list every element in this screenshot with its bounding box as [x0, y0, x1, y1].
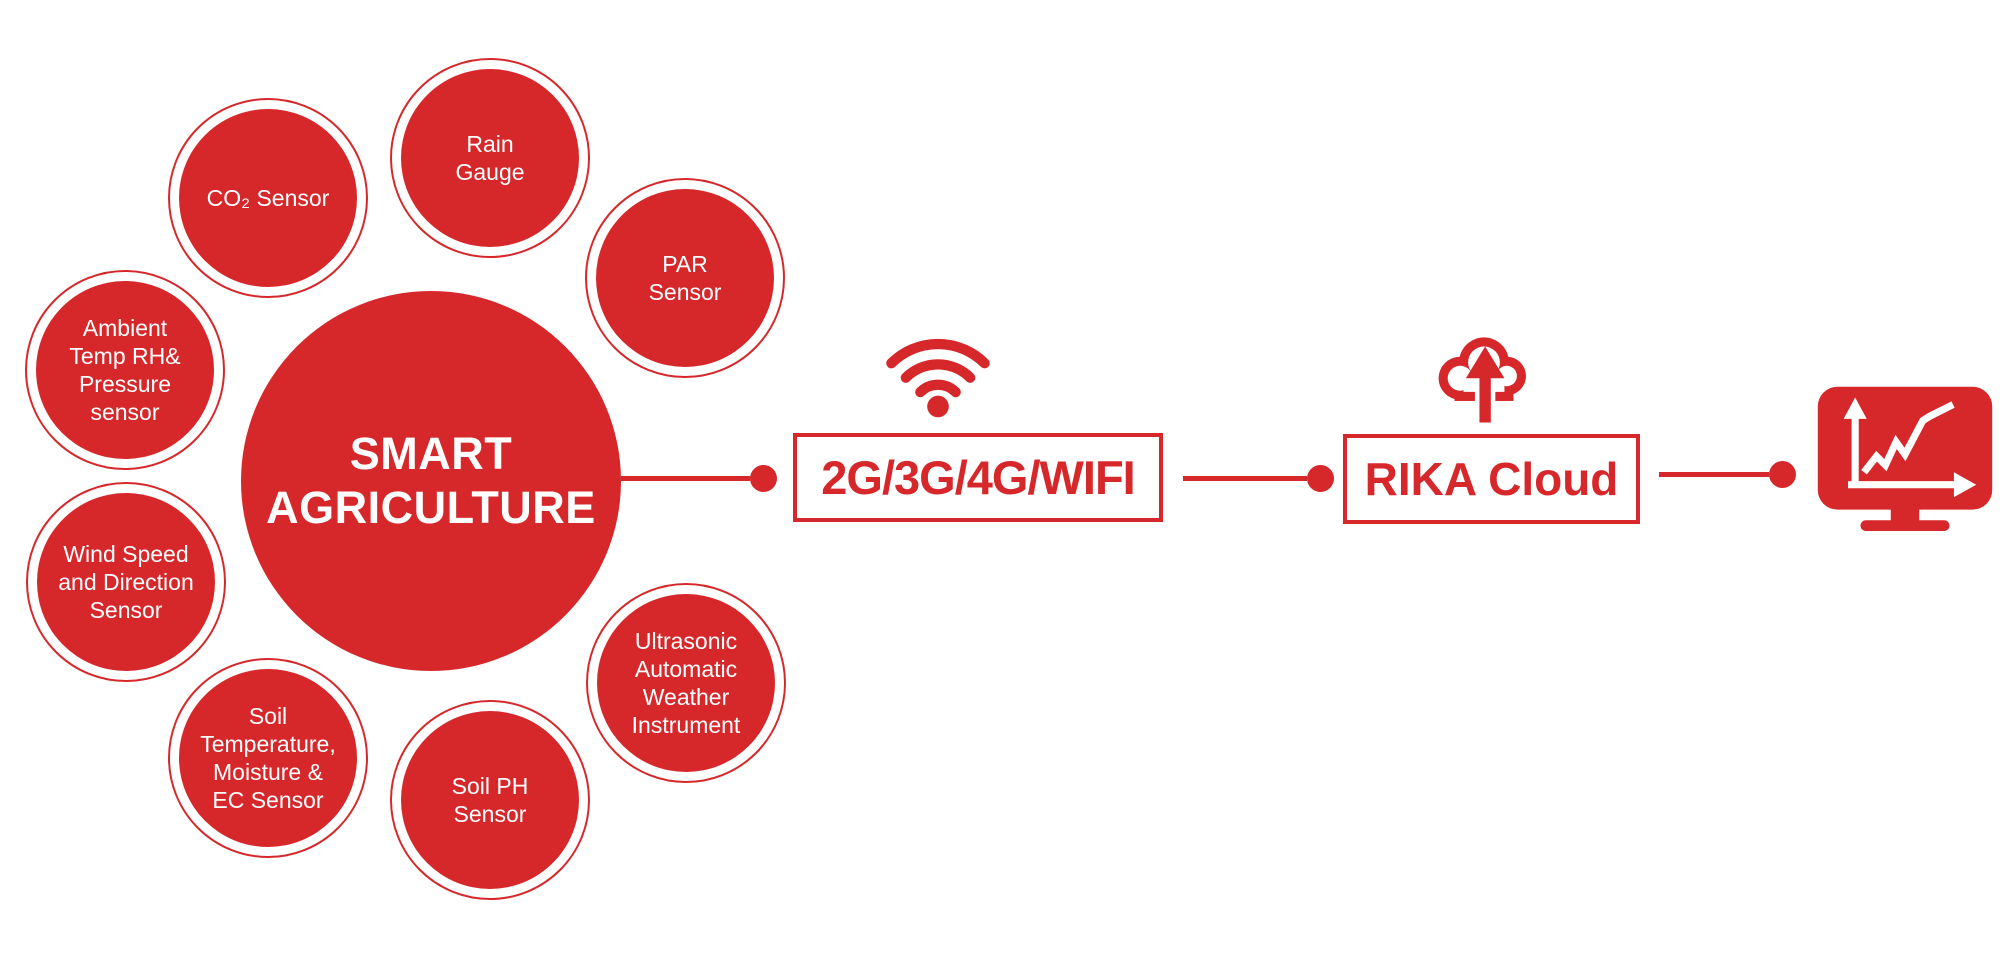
sensor-label-co2: CO₂ Sensor [206, 184, 330, 211]
wifi-icon [881, 328, 995, 419]
sensor-fill: CO₂ Sensor [179, 109, 357, 287]
sensor-circle-soil-ph: Soil PH Sensor [390, 700, 590, 900]
sensor-label-soil-temp: Soil Temperature, Moisture & EC Sensor [200, 702, 336, 814]
sensor-label-wind: Wind Speed and Direction Sensor [58, 540, 194, 624]
connector-line-hub-network [621, 476, 750, 481]
hub-circle: SMART AGRICULTURE [241, 291, 621, 671]
sensor-fill: Rain Gauge [401, 69, 579, 247]
connector-dot-display [1769, 461, 1796, 488]
sensor-circle-wind: Wind Speed and Direction Sensor [26, 482, 226, 682]
sensor-circle-ultrasonic: Ultrasonic Automatic Weather Instrument [586, 583, 786, 783]
connector-dot-cloud [1307, 465, 1334, 492]
network-box: 2G/3G/4G/WIFI [793, 433, 1163, 522]
monitor-chart-icon [1816, 385, 1994, 531]
sensor-label-ambient: Ambient Temp RH& Pressure sensor [69, 314, 181, 426]
connector-line-cloud-display [1659, 472, 1769, 477]
sensor-label-soil-ph: Soil PH Sensor [451, 772, 529, 827]
connector-dot-network [750, 465, 777, 492]
sensor-circle-soil-temp: Soil Temperature, Moisture & EC Sensor [168, 658, 368, 858]
sensor-circle-ambient: Ambient Temp RH& Pressure sensor [25, 270, 225, 470]
sensor-label-ultrasonic: Ultrasonic Automatic Weather Instrument [631, 627, 741, 739]
cloud-upload-icon [1425, 326, 1543, 426]
hub-title: SMART AGRICULTURE [266, 428, 596, 533]
cloud-box: RIKA Cloud [1343, 434, 1640, 524]
sensor-circle-rain-gauge: Rain Gauge [390, 58, 590, 258]
cloud-label: RIKA Cloud [1364, 453, 1619, 505]
sensor-circle-par: PAR Sensor [585, 178, 785, 378]
sensor-fill: Ambient Temp RH& Pressure sensor [36, 281, 214, 459]
sensor-fill: Wind Speed and Direction Sensor [37, 493, 215, 671]
sensor-fill: Soil Temperature, Moisture & EC Sensor [179, 669, 357, 847]
sensor-fill: PAR Sensor [596, 189, 774, 367]
sensor-label-par: PAR Sensor [648, 250, 722, 305]
sensor-circle-co2: CO₂ Sensor [168, 98, 368, 298]
sensor-fill: Ultrasonic Automatic Weather Instrument [597, 594, 775, 772]
connector-line-network-cloud [1183, 476, 1307, 481]
sensor-label-rain-gauge: Rain Gauge [455, 130, 525, 185]
sensor-fill: Soil PH Sensor [401, 711, 579, 889]
network-label: 2G/3G/4G/WIFI [821, 451, 1135, 504]
